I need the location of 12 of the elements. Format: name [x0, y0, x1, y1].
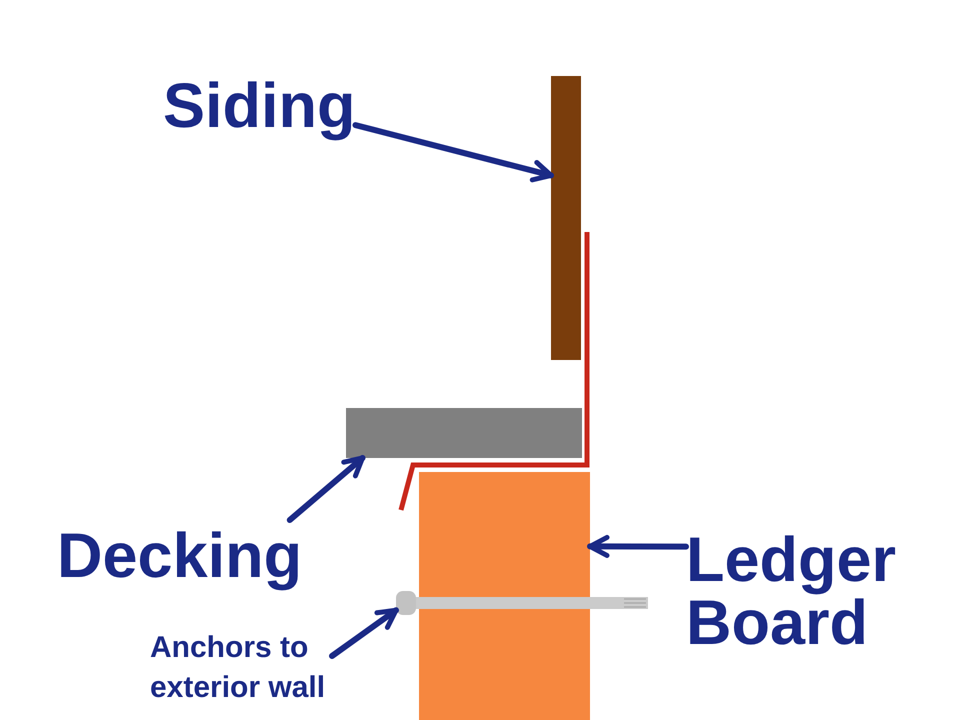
- anchor-bolt: [396, 591, 648, 615]
- siding-board: [551, 76, 581, 360]
- part-label: Anchors to exterior wall: [150, 628, 332, 708]
- leader-arrow: [587, 534, 689, 558]
- ledger-board: [419, 472, 590, 720]
- decking-board: [346, 408, 582, 458]
- leader-arrow: [286, 455, 366, 523]
- leader-arrow: [352, 122, 554, 182]
- part-label: Decking: [57, 520, 302, 592]
- part-label: Ledger Board: [686, 529, 912, 655]
- leader-arrow: [329, 607, 399, 659]
- part-label: Siding: [163, 70, 356, 142]
